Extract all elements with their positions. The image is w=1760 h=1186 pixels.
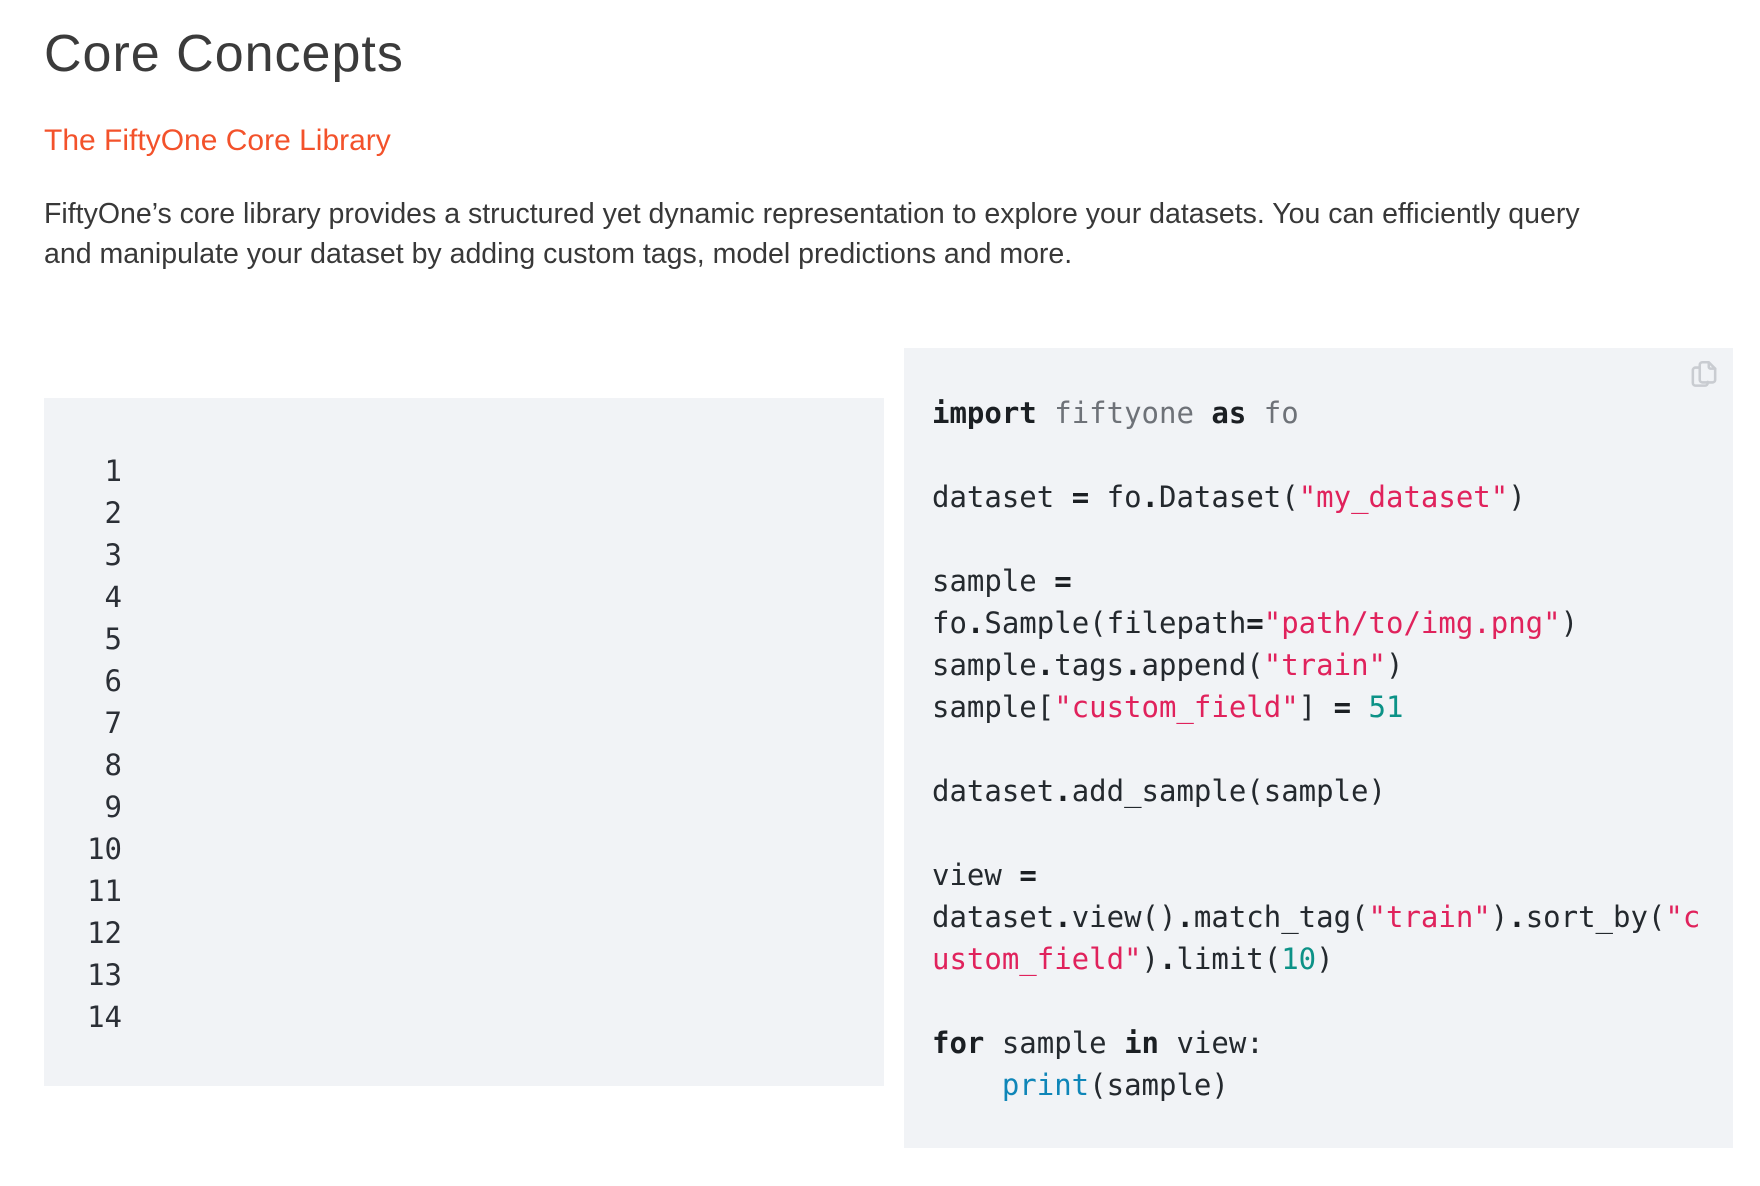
code-line [932, 980, 1707, 1022]
line-number: 9 [104, 790, 122, 824]
copy-icon [1691, 360, 1717, 387]
code-line: sample.tags.append("train") [932, 648, 1404, 682]
line-number: 2 [104, 496, 122, 530]
code-line: view = dataset.view().match_tag("train")… [932, 858, 1701, 976]
code-line: sample["custom_field"] = 51 [932, 690, 1404, 724]
line-number: 12 [87, 916, 122, 950]
line-number: 1 [104, 454, 122, 488]
code-line: dataset.add_sample(sample) [932, 774, 1386, 808]
code-line: for sample in view: [932, 1026, 1264, 1060]
code-line: print(sample) [1001, 1068, 1229, 1102]
line-number: 4 [104, 580, 122, 614]
line-number: 6 [104, 664, 122, 698]
intro-paragraph: FiftyOne’s core library provides a struc… [44, 198, 1580, 270]
code-line [932, 434, 1707, 476]
copy-button[interactable] [1687, 354, 1725, 396]
line-number: 3 [104, 538, 122, 572]
page-title: Core Concepts [44, 25, 404, 83]
code-panel: import fiftyone as fo dataset = fo.Datase… [904, 348, 1733, 1148]
line-number: 5 [104, 622, 122, 656]
line-number: 7 [104, 706, 122, 740]
code-block: import fiftyone as fo dataset = fo.Datase… [932, 392, 1707, 1106]
line-number: 8 [104, 748, 122, 782]
line-number: 11 [87, 874, 122, 908]
code-line: sample = fo.Sample(filepath="path/to/img… [932, 564, 1579, 640]
code-line [932, 518, 1707, 560]
line-number: 13 [87, 958, 122, 992]
line-number: 14 [87, 1000, 122, 1034]
code-line [932, 728, 1707, 770]
line-number: 10 [87, 832, 122, 866]
code-line: dataset = fo.Dataset("my_dataset") [932, 480, 1526, 514]
section-link[interactable]: The FiftyOne Core Library [44, 124, 391, 157]
code-line: import fiftyone as fo [932, 396, 1299, 430]
code-line [932, 812, 1707, 854]
